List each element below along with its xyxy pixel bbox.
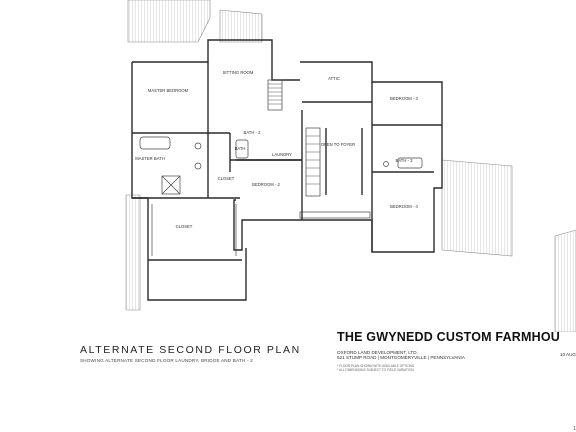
label-master-bath: MASTER BATH — [135, 156, 164, 161]
label-master-bedroom: MASTER BEDROOM — [148, 88, 189, 93]
exterior-wall-left — [131, 62, 247, 301]
label-open-to-foyer: OPEN TO FOYER — [321, 142, 355, 147]
label-bedroom-2: BEDROOM - 2 — [252, 182, 280, 187]
project-title-block: THE GWYNEDD CUSTOM FARMHOU OXFORD LAND D… — [337, 330, 576, 372]
label-sitting-room: SITTING ROOM — [223, 70, 254, 75]
label-attic: ATTIC — [328, 76, 340, 81]
label-bedroom-3: BEDROOM - 3 — [390, 96, 418, 101]
staircase-top — [267, 79, 283, 111]
roof-area-top-right — [219, 9, 263, 43]
label-closet: CLOSET — [176, 224, 193, 229]
project-address: 521 STUMP ROAD | MONTGOMERYVILLE | PENNS… — [337, 355, 465, 360]
corner-mark: 1 — [573, 426, 576, 432]
label-bath-2: BATH - 2 — [244, 130, 262, 135]
plan-notes: * FLOOR PLAN SHOWN WITH AVAILABLE OPTION… — [337, 364, 576, 372]
exterior-wall-master — [132, 39, 300, 81]
hall-railing — [299, 211, 371, 219]
project-date: 10 AUG — [559, 352, 576, 357]
staircase-foyer — [305, 127, 321, 197]
label-laundry: LAUNDRY — [272, 152, 292, 157]
note-1: * FLOOR PLAN SHOWN WITH AVAILABLE OPTION… — [337, 364, 415, 368]
exterior-wall-top-right — [300, 61, 443, 253]
bath3-sink — [383, 161, 389, 167]
label-bath: BATH — [235, 146, 246, 151]
label-bath-3: BATH - 3 — [396, 158, 414, 163]
plan-title: ALTERNATE SECOND FLOOR PLAN — [80, 344, 301, 356]
label-closet-2: CLOSET — [218, 176, 235, 181]
roof-area-top — [127, 0, 211, 43]
bath3-tub — [397, 157, 423, 169]
note-2: * ALL DIMENSIONS SUBJECT TO FIELD VARIAT… — [337, 368, 414, 372]
exterior-wall-middle — [233, 199, 320, 251]
plan-title-block: ALTERNATE SECOND FLOOR PLAN SHOWING ALTE… — [80, 344, 380, 363]
roof-area-bottom-right — [554, 229, 576, 332]
bath-tub — [235, 139, 249, 159]
master-sink-2 — [194, 162, 202, 170]
master-bathtub — [139, 136, 171, 150]
roof-area-left — [125, 194, 141, 311]
company-name: OXFORD LAND DEVELOPMENT, LTD. — [337, 350, 418, 355]
label-bedroom-4: BEDROOM - 4 — [390, 204, 418, 209]
plan-subtitle: SHOWING ALTERNATE SECOND FLOOR LAUNDRY, … — [80, 358, 253, 363]
floor-plan-drawing: MASTER BEDROOM SITTING ROOM MASTER BATH … — [125, 0, 576, 332]
project-title: THE GWYNEDD CUSTOM FARMHOU — [337, 330, 561, 344]
master-shower — [161, 175, 181, 195]
roof-area-right — [441, 159, 513, 257]
master-sink-1 — [194, 142, 202, 150]
